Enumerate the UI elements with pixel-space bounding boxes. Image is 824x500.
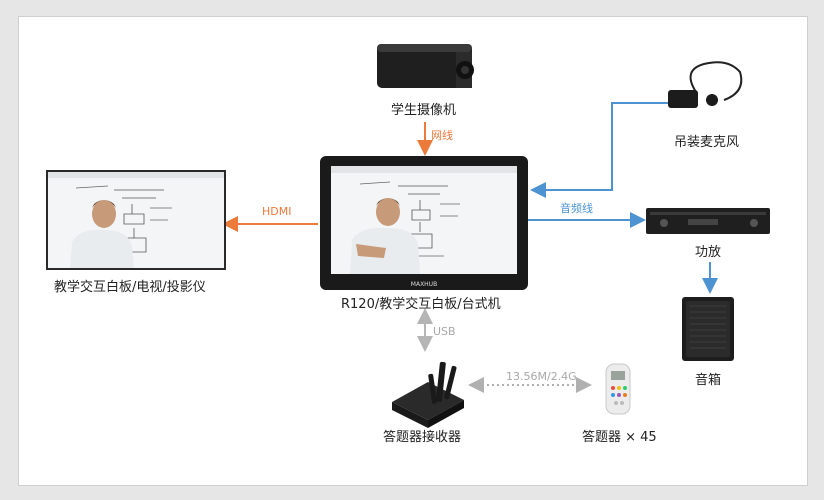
usb-link-label: USB xyxy=(433,325,456,338)
speaker-label: 音箱 xyxy=(695,373,722,388)
microphone-label: 吊装麦克风 xyxy=(674,135,740,150)
student-camera-icon xyxy=(377,44,474,88)
receiver-label: 答题器接收器 xyxy=(383,430,462,445)
display-label: 教学交互白板/电视/投影仪 xyxy=(54,280,206,295)
audio-link-label: 音频线 xyxy=(560,202,593,215)
speaker-icon xyxy=(682,297,734,361)
ceiling-microphone-icon xyxy=(668,61,743,108)
screen-brand-logo: MAXHUB xyxy=(411,281,437,288)
hdmi-link-label: HDMI xyxy=(262,205,292,218)
mic-audio-arrow xyxy=(530,102,668,198)
amplifier-label: 功放 xyxy=(695,245,722,260)
display-screen-icon xyxy=(46,170,226,270)
amplifier-icon xyxy=(646,208,770,234)
wireless-link-label: 13.56M/2.4G xyxy=(506,370,577,383)
network-link-label: 网线 xyxy=(431,129,453,142)
main-panel-label: R120/教学交互白板/台式机 xyxy=(341,297,501,312)
clicker-remote-icon xyxy=(605,363,631,415)
camera-label: 学生摄像机 xyxy=(391,103,457,118)
clicker-receiver-icon xyxy=(392,361,464,428)
main-panel-icon xyxy=(320,156,528,290)
clicker-label: 答题器 × 45 xyxy=(582,430,657,445)
